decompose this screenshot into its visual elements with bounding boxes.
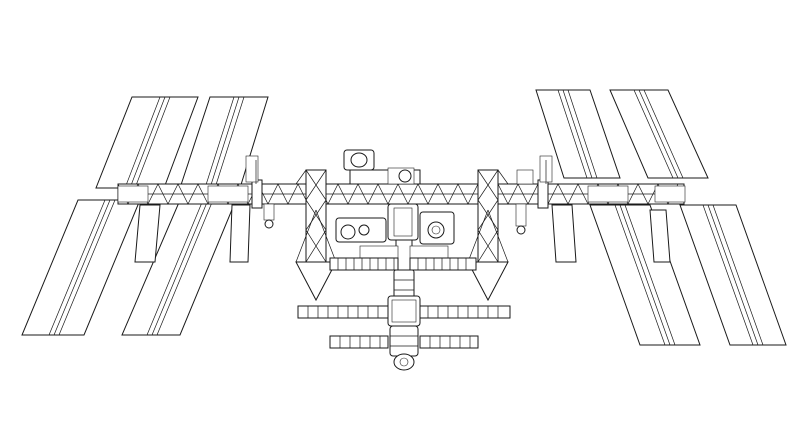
russian-main-solar-panels [297, 305, 511, 319]
left-radiator [295, 169, 337, 302]
left-lower-solar-array [21, 199, 251, 336]
right-lower-solar-array [551, 204, 787, 346]
top-module-cluster [245, 149, 553, 185]
left-upper-solar-array [95, 96, 269, 189]
main-truss [117, 179, 686, 209]
russian-upper-solar-panels [329, 257, 477, 271]
right-upper-solar-array [535, 89, 709, 179]
right-radiator [467, 169, 509, 302]
russian-lower-solar-panels [329, 335, 479, 349]
russian-segment-modules [387, 269, 421, 371]
truss-details [255, 160, 547, 235]
central-module-stack [335, 203, 455, 271]
